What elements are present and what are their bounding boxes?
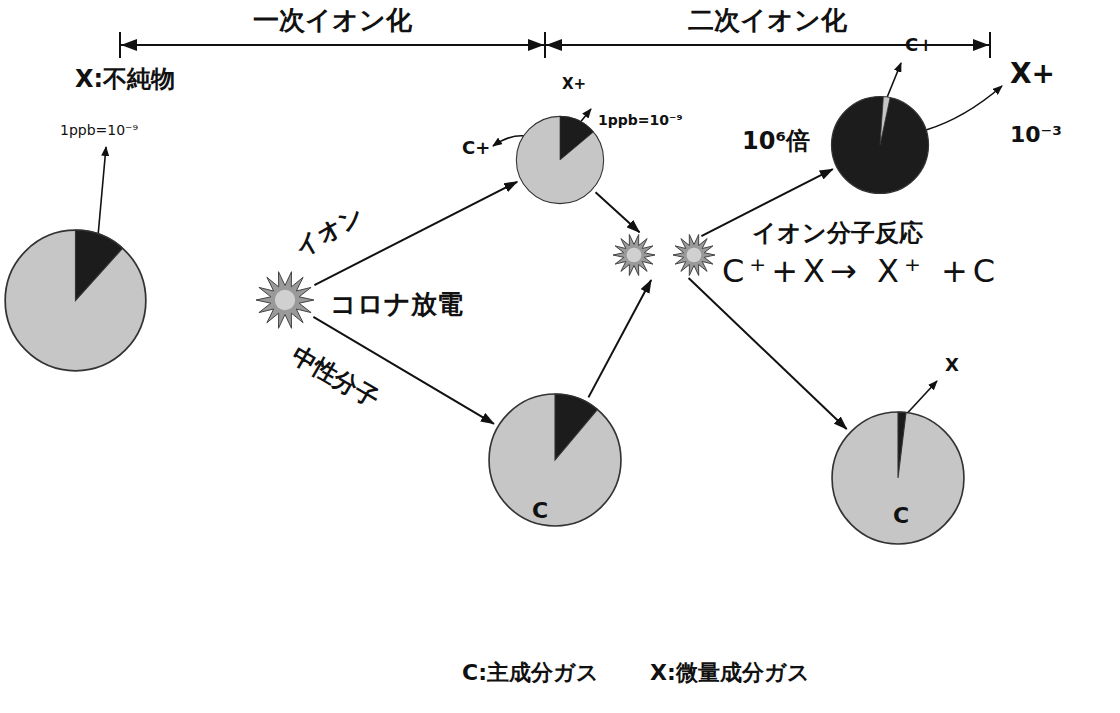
node-text: 10⁶倍 (742, 128, 810, 156)
phase-bracket (120, 32, 990, 58)
node-text: C+ (905, 35, 933, 56)
node-text: コロナ放電 (330, 290, 463, 320)
pie-base (832, 412, 964, 544)
pie-base (516, 116, 603, 203)
burst-star (256, 272, 314, 329)
burst-star (673, 235, 715, 276)
node-text: X:不純物 (75, 66, 175, 94)
pie-base (5, 230, 146, 371)
node-text: X+ (1010, 58, 1055, 90)
node-text: 10⁻³ (1010, 122, 1062, 147)
node-text: X (945, 355, 959, 376)
legend-note: C:主成分ガス (462, 660, 599, 685)
pie-node: 10⁶倍C+X+10⁻³ (830, 95, 930, 195)
corona-burst (255, 270, 315, 330)
pie-node: X:不純物1ppb=10⁻⁹ (3, 228, 148, 373)
edge-label: イオン (291, 201, 370, 262)
node-text: C (893, 503, 909, 528)
node-text: C⁺+X→ X⁺ +C (722, 253, 1000, 290)
edge-label: 中性分子 (287, 342, 384, 414)
phase-title: 二次イオン化 (688, 6, 847, 36)
pie-base (489, 394, 621, 526)
pie-chart (830, 95, 930, 195)
burst-star (613, 235, 655, 276)
leader-lines (98, 63, 1002, 420)
reaction-label: イオン分子反応 (752, 220, 923, 248)
pie-chart (3, 228, 148, 373)
burst-core (275, 290, 295, 310)
pie-chart (487, 392, 623, 528)
pie-wedge (898, 412, 906, 478)
pie-node: C+X+1ppb=10⁻⁹ (515, 115, 605, 205)
burst-core (687, 248, 702, 263)
node-text: C (532, 498, 548, 523)
node-text: 1ppb=10⁻⁹ (598, 112, 683, 128)
phase-title: 一次イオン化 (253, 6, 412, 36)
flow-arrow (588, 280, 651, 397)
legend-note: X:微量成分ガス (650, 660, 810, 685)
node-text: C+ (462, 138, 490, 159)
pie-base (832, 97, 929, 194)
pie-wedge (76, 230, 123, 300)
discharge-node: C⁺+X→ X⁺ +C (612, 232, 717, 278)
node-text: X+ (562, 76, 586, 93)
pie-wedge (560, 116, 593, 160)
burst-core (627, 248, 642, 263)
flow-arrow (689, 278, 847, 429)
pie-chart (515, 115, 605, 205)
pie-wedge (880, 97, 890, 145)
corona-burst (612, 232, 717, 278)
node-text: 1ppb=10⁻⁹ (60, 122, 138, 138)
pie-node: C (487, 392, 623, 528)
discharge-node: コロナ放電 (255, 270, 315, 330)
pie-wedge (555, 394, 597, 460)
flow-arrow (596, 192, 640, 232)
pie-node: XC (830, 410, 966, 546)
